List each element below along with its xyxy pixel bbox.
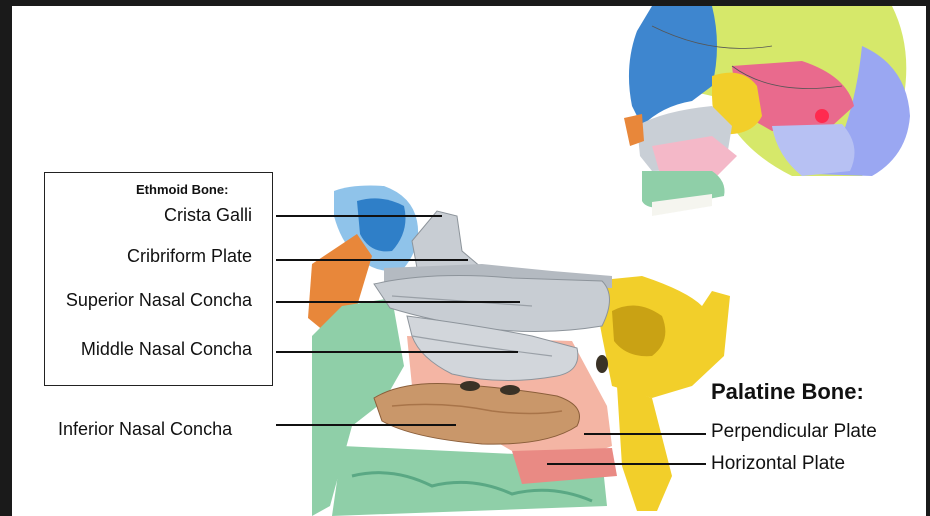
crista-galli xyxy=(411,210,484,272)
sphenoid-pterygoid xyxy=(617,386,672,511)
skull-foramen xyxy=(815,109,829,123)
skull-nasal xyxy=(624,114,644,146)
label-middle-nasal-concha: Middle Nasal Concha xyxy=(80,339,252,359)
inferior-concha xyxy=(373,383,580,445)
leader-inferior-nasal-concha xyxy=(276,424,456,426)
label-superior-nasal-concha: Superior Nasal Concha xyxy=(65,290,252,310)
skull-teeth xyxy=(652,194,712,216)
palatine-horizontal xyxy=(512,448,617,484)
leader-crista-galli xyxy=(276,215,442,217)
skull-frontal xyxy=(628,6,717,126)
leader-perpendicular-plate xyxy=(584,433,706,435)
leader-superior-nasal-concha xyxy=(276,301,520,303)
leader-horizontal-plate xyxy=(547,463,706,465)
label-crista-galli: Crista Galli xyxy=(163,205,252,225)
palatine-heading: Palatine Bone: xyxy=(711,379,864,404)
leader-cribriform-plate xyxy=(276,259,468,261)
ethmoid-heading: Ethmoid Bone: xyxy=(136,182,229,197)
skull-thumbnail xyxy=(624,6,910,216)
label-horizontal-plate: Horizontal Plate xyxy=(711,453,846,474)
ethmoid-label-box xyxy=(44,172,273,386)
label-inferior-nasal-concha: Inferior Nasal Concha xyxy=(58,419,233,439)
leader-middle-nasal-concha xyxy=(276,351,518,353)
skull-mastoid xyxy=(772,124,855,176)
skull-zygomatic xyxy=(652,136,737,181)
slide-canvas: Ethmoid Bone: Crista Galli Cribriform Pl… xyxy=(12,6,926,516)
label-cribriform-plate: Cribriform Plate xyxy=(126,246,252,266)
label-perpendicular-plate: Perpendicular Plate xyxy=(711,421,877,442)
